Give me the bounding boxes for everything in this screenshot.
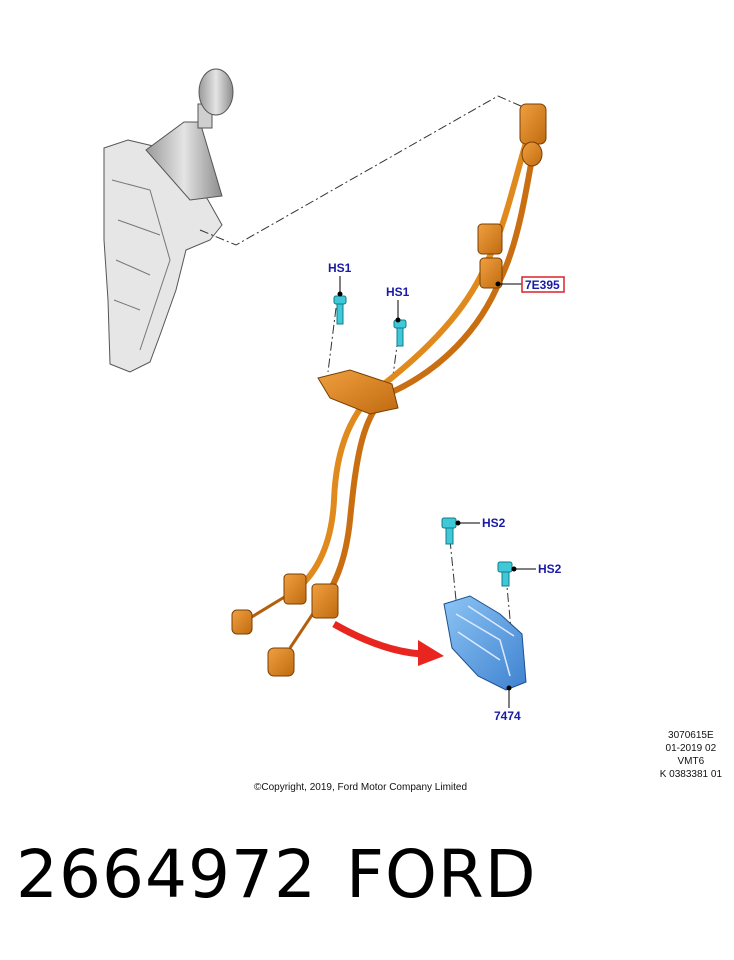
shift-boot: [145, 121, 223, 201]
callout-cable: 7E395: [525, 278, 560, 292]
shifter-housing-detail: [111, 179, 171, 351]
brand-name: FORD: [346, 836, 537, 913]
bolt-hs2-bottom: [497, 561, 513, 587]
callout-hs2-bottom: HS2: [538, 562, 562, 576]
copyright-notice: ©Copyright, 2019, Ford Motor Company Lim…: [254, 782, 468, 793]
shift-knob: [198, 68, 234, 116]
meta-line-4: K 0383381 01: [659, 769, 722, 780]
direction-arrow: [332, 620, 444, 666]
callout-cable-highlight-box: [521, 276, 565, 293]
lower-end-fitting-2: [267, 647, 295, 677]
cable-end-fitting: [519, 103, 547, 145]
meta-line-3: VMT6: [677, 756, 705, 767]
bolt-hs2-top: [441, 517, 457, 545]
meta-line-1: 3070615E: [668, 730, 714, 741]
connection-lines: [199, 95, 531, 641]
callout-hs2-top: HS2: [482, 516, 506, 530]
meta-line-2: 01-2019 02: [665, 743, 717, 754]
shift-cable-assembly: [231, 103, 547, 677]
leader-lines: [337, 276, 536, 708]
cable-strand-2: [315, 111, 543, 609]
callout-hs1-left: HS1: [328, 261, 352, 275]
gear-shifter-assembly: [103, 68, 234, 373]
parts-diagram: HS1 HS1 7E395 HS2 HS2 7474: [103, 68, 565, 723]
callout-hs1-right: HS1: [386, 285, 410, 299]
cable-sleeve-1: [477, 223, 503, 255]
lower-sleeve-1: [283, 573, 307, 605]
part-number: 2664972: [16, 836, 317, 913]
mounting-bracket: [443, 595, 527, 691]
lower-end-fitting-1: [231, 609, 253, 635]
lower-sleeve-2: [311, 583, 339, 619]
cable-strand-1: [294, 109, 539, 593]
cable-sleeve-2: [479, 257, 503, 289]
diagram-meta: 3070615E 01-2019 02 VMT6 K 0383381 01: [660, 729, 722, 781]
bolt-hs1-right: [393, 319, 407, 347]
cable-end-eye: [521, 141, 543, 167]
callout-bracket: 7474: [494, 709, 521, 723]
cable-mount-plate: [317, 369, 399, 415]
